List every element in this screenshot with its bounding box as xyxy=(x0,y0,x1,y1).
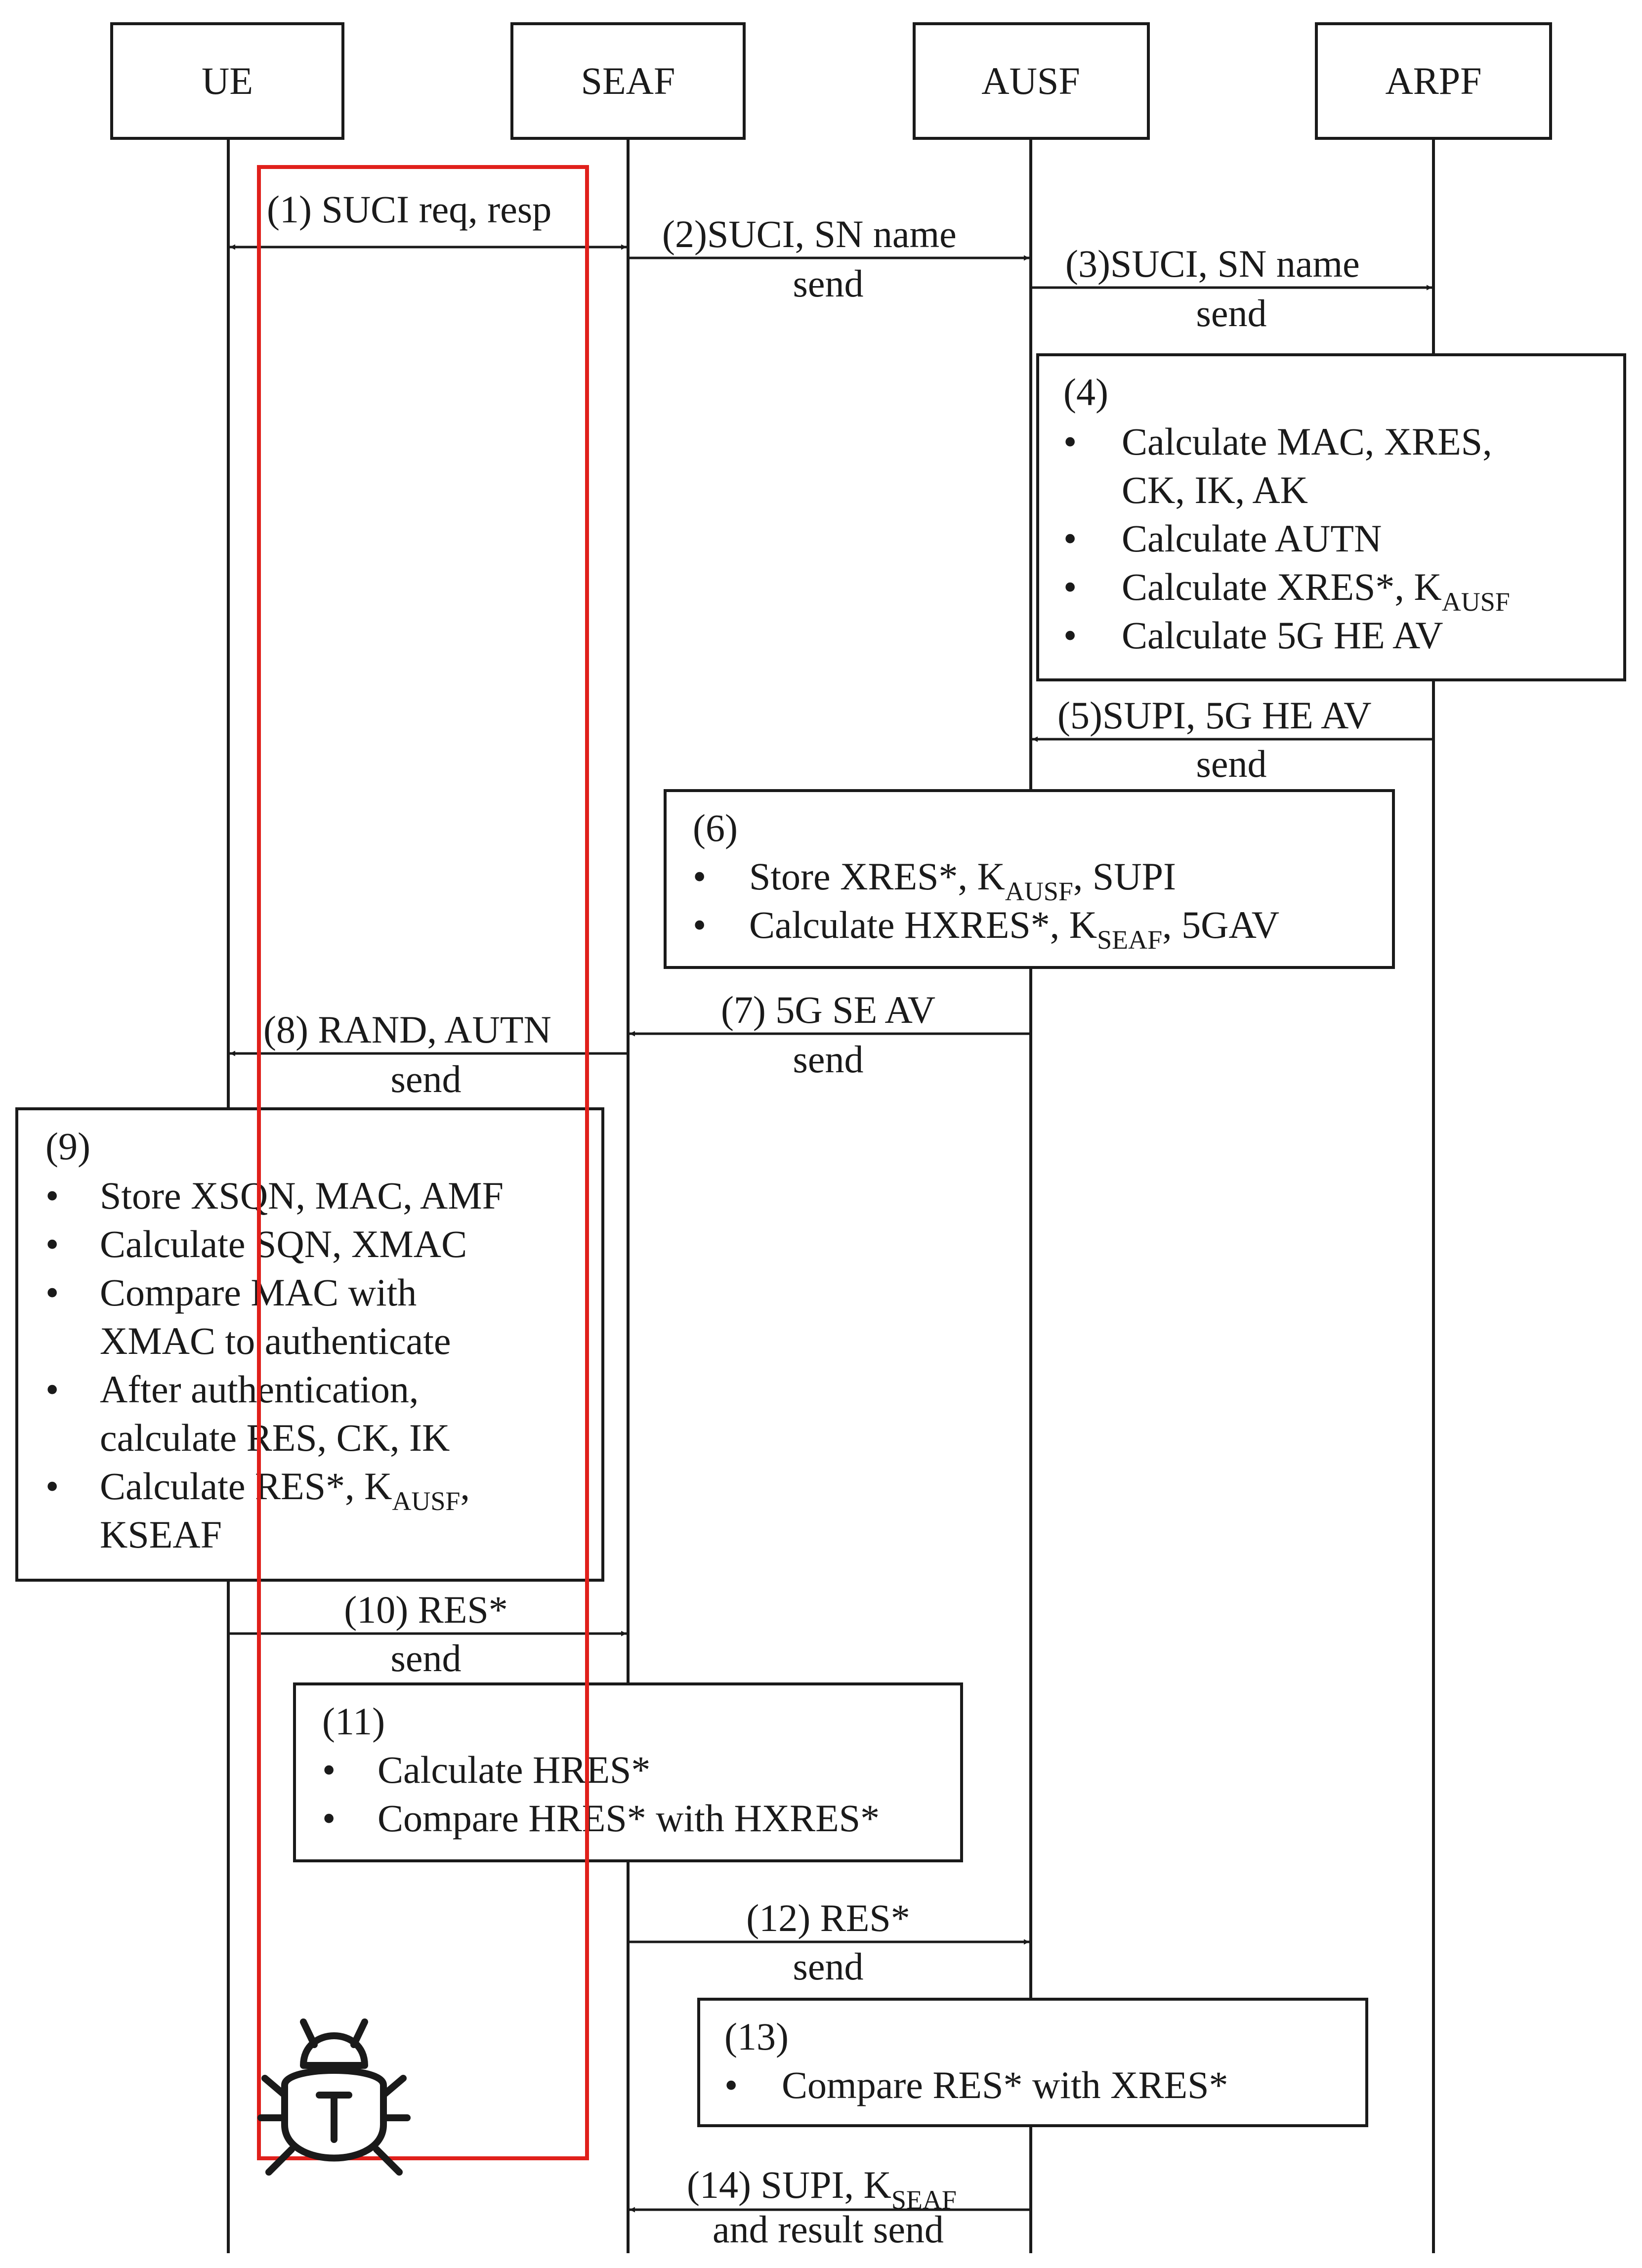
note-11-item-1: Calculate HRES* xyxy=(378,1748,650,1791)
bullet: • xyxy=(45,1368,59,1411)
message-2-sublabel: send xyxy=(793,262,864,305)
note-6-item-1: Store XRES*, KAUSF, SUPI xyxy=(749,855,1176,906)
note-9: (9) • Store XSQN, MAC, AMF • Calculate S… xyxy=(15,1107,604,1582)
attack-region xyxy=(257,165,589,2160)
note-9-title: (9) xyxy=(45,1125,90,1168)
bullet: • xyxy=(45,1465,59,1508)
message-5-label: (5)SUPI, 5G HE AV xyxy=(1057,694,1372,737)
message-12-label: (12) RES* xyxy=(746,1896,910,1939)
bullet: • xyxy=(693,855,706,898)
note-4: (4) • Calculate MAC, XRES, CK, IK, AK • … xyxy=(1036,353,1626,681)
message-8-label: (8) RAND, AUTN xyxy=(263,1008,551,1051)
note-6-item-2: Calculate HXRES*, KSEAF, 5GAV xyxy=(749,903,1279,955)
bullet: • xyxy=(45,1271,59,1314)
participant-arpf: ARPF xyxy=(1315,22,1552,140)
bullet: • xyxy=(693,903,706,946)
note-4-item-3: Calculate XRES*, KAUSF xyxy=(1122,565,1510,617)
note-13-title: (13) xyxy=(724,2015,789,2058)
note-4-item-4: Calculate 5G HE AV xyxy=(1122,614,1443,657)
note-4-title: (4) xyxy=(1063,371,1108,414)
message-7-label: (7) 5G SE AV xyxy=(721,988,935,1031)
message-10-sublabel: send xyxy=(391,1637,462,1680)
note-4-item-2: Calculate AUTN xyxy=(1122,517,1382,560)
bullet: • xyxy=(1063,565,1077,608)
participant-arpf-label: ARPF xyxy=(1385,59,1481,102)
bullet: • xyxy=(322,1748,336,1791)
participant-ue: UE xyxy=(110,22,344,140)
bullet: • xyxy=(322,1797,336,1840)
note-6: (6) • Store XRES*, KAUSF, SUPI • Calcula… xyxy=(664,789,1395,969)
bullet: • xyxy=(724,2063,738,2106)
message-2-label: (2)SUCI, SN name xyxy=(662,212,957,255)
bullet: • xyxy=(1063,517,1077,560)
message-3-label: (3)SUCI, SN name xyxy=(1065,242,1360,285)
message-10-label: (10) RES* xyxy=(344,1588,508,1631)
message-14-sublabel: and result send xyxy=(713,2208,944,2251)
message-12-sublabel: send xyxy=(793,1945,864,1988)
note-9-item-1: Store XSQN, MAC, AMF xyxy=(100,1174,504,1217)
participant-seaf-label: SEAF xyxy=(581,59,675,102)
note-13-item-1: Compare RES* with XRES* xyxy=(782,2063,1228,2106)
note-4-item-1b: CK, IK, AK xyxy=(1122,468,1308,511)
note-9-item-3b: XMAC to authenticate xyxy=(100,1319,451,1362)
message-1-label: (1) SUCI req, resp xyxy=(267,188,551,231)
message-5-sublabel: send xyxy=(1196,742,1267,785)
message-7-sublabel: send xyxy=(793,1038,864,1081)
bullet: • xyxy=(45,1222,59,1265)
note-9-item-5b: KSEAF xyxy=(100,1513,222,1556)
note-11-item-2: Compare HRES* with HXRES* xyxy=(378,1797,880,1840)
note-11: (11) • Calculate HRES* • Compare HRES* w… xyxy=(293,1682,963,1862)
participant-ausf-label: AUSF xyxy=(981,59,1080,102)
message-14-label: (14) SUPI, KSEAF xyxy=(687,2163,957,2215)
bullet: • xyxy=(1063,614,1077,657)
note-13: (13) • Compare RES* with XRES* xyxy=(697,1998,1368,2127)
note-11-title: (11) xyxy=(322,1700,385,1743)
bug-icon xyxy=(257,2018,411,2176)
message-3-sublabel: send xyxy=(1196,292,1267,335)
note-9-item-2: Calculate SQN, XMAC xyxy=(100,1222,467,1265)
participant-ue-label: UE xyxy=(202,59,253,102)
bullet: • xyxy=(1063,420,1077,463)
note-9-item-4b: calculate RES, CK, IK xyxy=(100,1416,450,1459)
bullet: • xyxy=(45,1174,59,1217)
note-9-item-5a: Calculate RES*, KAUSF, xyxy=(100,1465,470,1516)
message-8-sublabel: send xyxy=(391,1057,462,1100)
participant-ausf: AUSF xyxy=(913,22,1150,140)
note-6-title: (6) xyxy=(693,806,738,849)
participant-seaf: SEAF xyxy=(510,22,746,140)
note-4-item-1a: Calculate MAC, XRES, xyxy=(1122,420,1492,463)
